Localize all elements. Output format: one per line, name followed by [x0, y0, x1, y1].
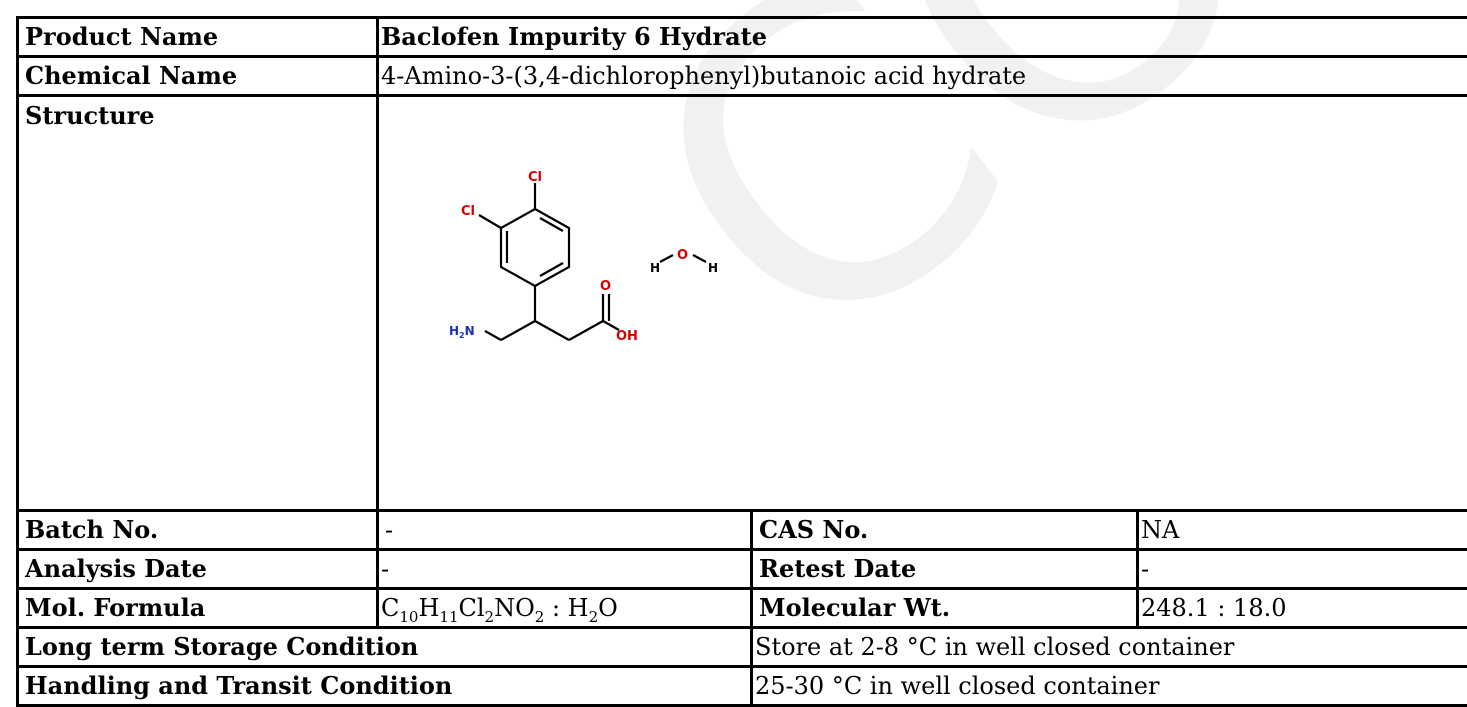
storage-label: Long term Storage Condition	[18, 628, 752, 667]
retest-date-value: -	[1138, 550, 1467, 589]
batch-label: Batch No.	[18, 511, 378, 550]
retest-date-label: Retest Date	[752, 550, 1138, 589]
product-name-label: Product Name	[18, 18, 378, 57]
row-batch: Batch No. - CAS No. NA	[18, 511, 1467, 550]
batch-value: -	[378, 511, 752, 550]
atom-water-o: O	[677, 248, 688, 263]
cas-value: NA	[1138, 511, 1467, 550]
formula-value: C10H11Cl2NO2 : H2O	[378, 589, 752, 628]
mw-value: 248.1 : 18.0	[1138, 589, 1467, 628]
row-formula: Mol. Formula C10H11Cl2NO2 : H2O Molecula…	[18, 589, 1467, 628]
atom-amine: H2N	[449, 324, 475, 340]
handling-value: 25-30 °C in well closed container	[752, 667, 1467, 706]
product-info-table: Product Name Baclofen Impurity 6 Hydrate…	[16, 16, 1467, 707]
cas-label: CAS No.	[752, 511, 1138, 550]
analysis-date-label: Analysis Date	[18, 550, 378, 589]
row-storage: Long term Storage Condition Store at 2-8…	[18, 628, 1467, 667]
row-structure: Structure	[18, 96, 1467, 511]
handling-label: Handling and Transit Condition	[18, 667, 752, 706]
atom-cl-top: Cl	[528, 170, 542, 185]
storage-value: Store at 2-8 °C in well closed container	[752, 628, 1467, 667]
mw-label: Molecular Wt.	[752, 589, 1138, 628]
structure-image: Cl Cl O OH H2N O H H	[379, 97, 1467, 502]
product-name-value: Baclofen Impurity 6 Hydrate	[378, 18, 1467, 57]
atom-water-h-right: H	[708, 261, 718, 275]
atom-water-h-left: H	[650, 261, 660, 275]
chemical-name-label: Chemical Name	[18, 57, 378, 96]
chemical-name-value: 4-Amino-3-(3,4-dichlorophenyl)butanoic a…	[378, 57, 1467, 96]
atom-o-carbonyl: O	[600, 279, 611, 294]
structure-label: Structure	[18, 96, 378, 511]
row-dates: Analysis Date - Retest Date -	[18, 550, 1467, 589]
atom-oh: OH	[616, 329, 638, 344]
analysis-date-value: -	[378, 550, 752, 589]
structure-cell: Cl Cl O OH H2N O H H	[378, 96, 1467, 511]
row-chemical-name: Chemical Name 4-Amino-3-(3,4-dichlorophe…	[18, 57, 1467, 96]
row-handling: Handling and Transit Condition 25-30 °C …	[18, 667, 1467, 706]
atom-cl-left: Cl	[461, 204, 475, 219]
formula-label: Mol. Formula	[18, 589, 378, 628]
row-product-name: Product Name Baclofen Impurity 6 Hydrate	[18, 18, 1467, 57]
